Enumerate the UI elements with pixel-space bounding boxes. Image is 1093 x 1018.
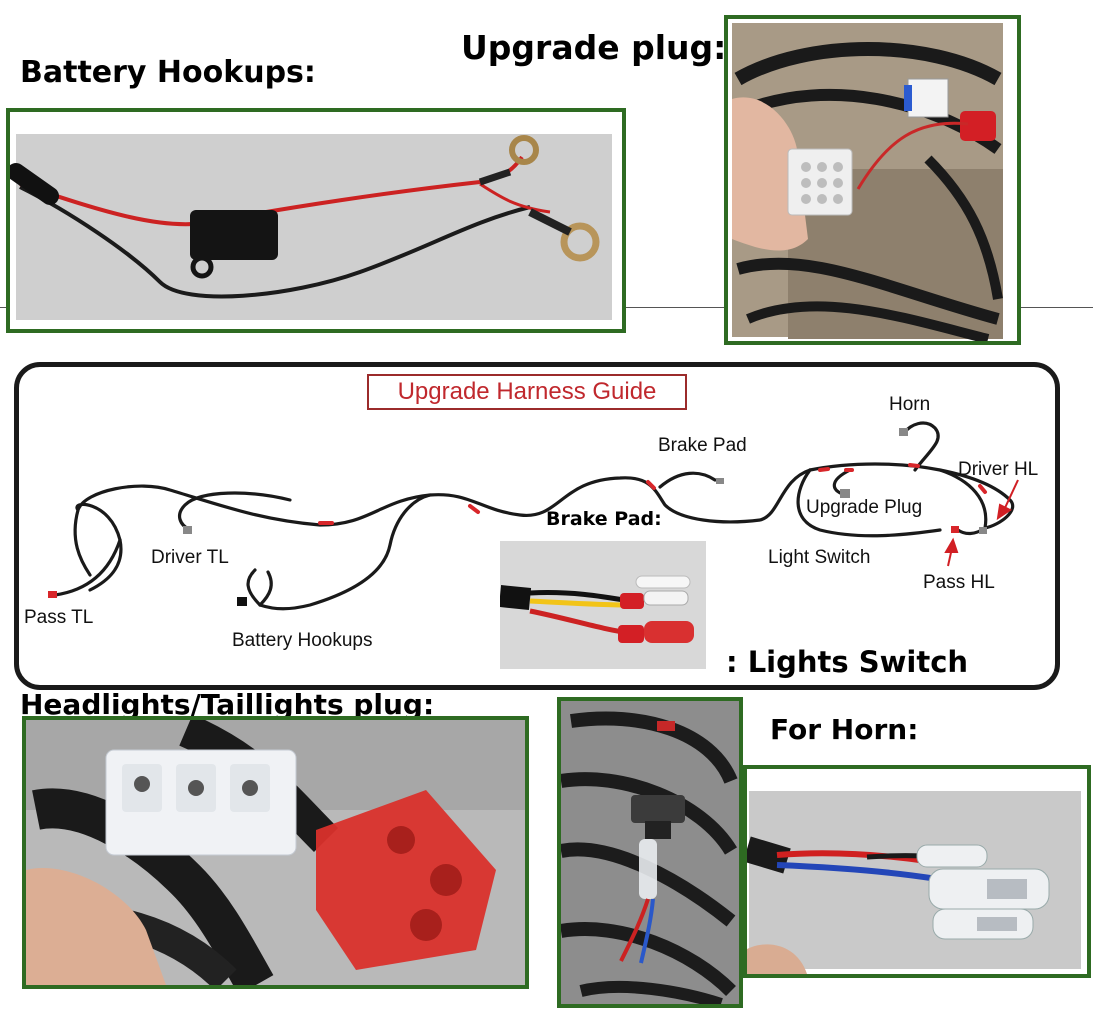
heading-brake-pad: Brake Pad: [546,508,662,530]
brake-pad-image [500,541,706,669]
upgrade-plug-photo [724,15,1021,345]
horn-connector-image [747,769,1087,974]
label-light-switch: Light Switch [768,547,871,568]
brake-pad-photo [500,541,706,669]
label-pass-hl: Pass HL [923,572,995,593]
heading-upgrade-plug: Upgrade plug: [461,28,727,67]
harness-guide-title: Upgrade Harness Guide [367,374,687,410]
light-switch-image [561,701,739,1004]
heading-for-horn: For Horn: [770,713,919,746]
horn-photo [743,765,1091,978]
battery-hookups-photo [6,108,626,333]
label-horn: Horn [889,394,931,415]
heading-headlights-taillights: Headlights/Taillights plug: [20,688,435,721]
heading-battery-hookups: Battery Hookups: [20,55,316,90]
headlight-plug-image [26,720,525,985]
light-switch-photo [557,697,743,1008]
battery-cable-image [10,112,622,329]
label-driver-tl: Driver TL [151,547,229,568]
label-driver-hl: Driver HL [958,459,1039,480]
label-upgrade-plug: Upgrade Plug [806,497,923,518]
heading-lights-switch: : Lights Switch [726,645,969,679]
label-battery-hookups: Battery Hookups [232,630,373,651]
label-brake-pad: Brake Pad [658,435,747,456]
headlights-taillights-photo [22,716,529,989]
label-pass-tl: Pass TL [24,607,94,628]
upgrade-plug-image [728,19,1017,341]
